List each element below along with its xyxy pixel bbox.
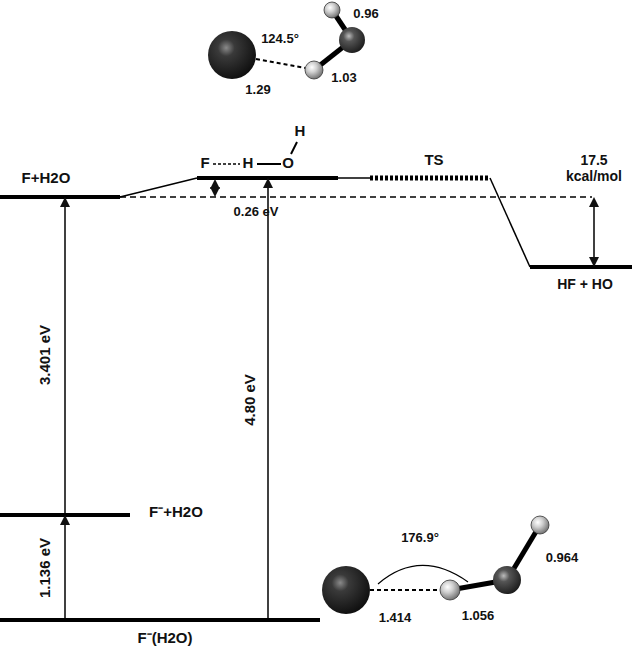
energy-value: 1.136 eV bbox=[36, 538, 53, 598]
atom-label: H bbox=[295, 122, 306, 139]
level-label: F+H2O bbox=[22, 169, 71, 186]
bond-length: 0.964 bbox=[546, 551, 579, 566]
level-label: F⁻(H2O) bbox=[138, 629, 193, 646]
energy-value: 17.5 kcal/mol bbox=[559, 152, 629, 184]
atom-label: H bbox=[243, 154, 254, 171]
bond-length: 1.29 bbox=[245, 83, 270, 98]
ts-molecule bbox=[208, 2, 365, 79]
bond-length: 1.056 bbox=[462, 609, 495, 624]
bond-angle: 176.9° bbox=[401, 531, 439, 546]
bond-length: 1.414 bbox=[379, 611, 412, 626]
energy-levels bbox=[0, 178, 632, 620]
energy-value: 0.26 eV bbox=[234, 205, 279, 220]
energy-arrows bbox=[65, 180, 594, 619]
level-label: HF + HO bbox=[557, 276, 613, 292]
atom-label: O bbox=[282, 154, 294, 171]
bond-length: 1.03 bbox=[331, 71, 356, 86]
level-label: TS bbox=[424, 151, 443, 168]
energy-value: 3.401 eV bbox=[36, 325, 53, 385]
reference-dashed-line bbox=[120, 196, 592, 198]
ts-level bbox=[370, 176, 490, 181]
level-label: F⁻+H2O bbox=[149, 503, 203, 520]
energy-value: 4.80 eV bbox=[241, 374, 258, 426]
connecting-lines bbox=[120, 178, 530, 267]
atom-label: F bbox=[200, 154, 209, 171]
bond-angle: 124.5° bbox=[261, 32, 299, 47]
complex-molecule bbox=[322, 516, 549, 614]
bond-length: 0.96 bbox=[353, 7, 378, 22]
